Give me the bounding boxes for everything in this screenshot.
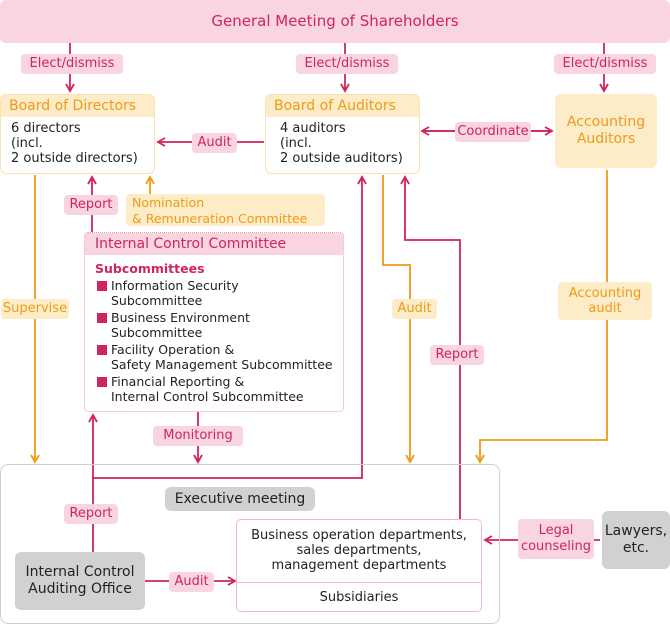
general-meeting-of-shareholders: General Meeting of Shareholders bbox=[0, 0, 670, 43]
business-departments-title: Business operation departments, sales de… bbox=[251, 528, 467, 573]
accounting-audit-label: Accounting audit bbox=[558, 282, 652, 320]
executive-meeting-container bbox=[0, 464, 500, 624]
elect-dismiss-label-3: Elect/dismiss bbox=[554, 54, 656, 74]
accounting-auditors: Accounting Auditors bbox=[555, 94, 657, 168]
report-label-ic: Report bbox=[64, 195, 118, 215]
executive-meeting-title: Executive meeting bbox=[165, 487, 315, 511]
subcommittee-item: Facility Operation & Safety Management S… bbox=[97, 342, 337, 372]
board-of-auditors-body: 4 auditors (incl. 2 outside auditors) bbox=[280, 121, 403, 166]
subsidiaries-label: Subsidiaries bbox=[319, 590, 399, 605]
subcommittees-heading: Subcommittees bbox=[95, 261, 205, 276]
lawyers-box: Lawyers, etc. bbox=[602, 511, 670, 569]
internal-control-auditing-office: Internal Control Auditing Office bbox=[15, 552, 145, 610]
board-of-directors: Board of Directors 6 directors (incl. 2 … bbox=[0, 94, 155, 174]
monitoring-label: Monitoring bbox=[153, 426, 243, 446]
board-of-directors-title: Board of Directors bbox=[1, 95, 154, 117]
subcommittee-item: Information Security Subcommittee bbox=[97, 278, 337, 308]
elect-dismiss-label-2: Elect/dismiss bbox=[296, 54, 398, 74]
legal-counseling-text: Legal counseling bbox=[520, 523, 592, 554]
internal-control-committee-title: Internal Control Committee bbox=[85, 233, 343, 255]
subcommittee-label: Financial Reporting & Internal Control S… bbox=[111, 374, 304, 404]
board-of-auditors: Board of Auditors 4 auditors (incl. 2 ou… bbox=[265, 94, 420, 174]
supervise-label: Supervise bbox=[1, 299, 69, 319]
business-divider bbox=[237, 582, 481, 583]
general-meeting-title: General Meeting of Shareholders bbox=[211, 12, 459, 30]
audit-label-bod: Audit bbox=[192, 133, 237, 153]
subcommittee-list: Information Security Subcommittee Busine… bbox=[85, 278, 343, 404]
board-of-directors-body: 6 directors (incl. 2 outside directors) bbox=[11, 121, 138, 166]
subcommittee-item: Business Environment Subcommittee bbox=[97, 310, 337, 340]
audit-label-auditors: Audit bbox=[392, 299, 437, 319]
legal-counseling-label: Legal counseling bbox=[518, 519, 594, 559]
audit-label-icao: Audit bbox=[169, 572, 214, 592]
report-label-icao: Report bbox=[64, 504, 118, 524]
internal-control-committee: Internal Control Committee Subcommittees… bbox=[84, 232, 344, 412]
report-label-business: Report bbox=[430, 345, 484, 365]
lawyers-title: Lawyers, etc. bbox=[604, 523, 668, 556]
business-departments-box: Business operation departments, sales de… bbox=[236, 519, 482, 612]
subcommittee-label: Business Environment Subcommittee bbox=[111, 310, 250, 340]
accounting-auditors-title: Accounting Auditors bbox=[566, 114, 646, 147]
nomination-remuneration-committee: Nomination & Remuneration Committee bbox=[126, 194, 325, 226]
board-of-auditors-title: Board of Auditors bbox=[266, 95, 419, 117]
subcommittee-label: Facility Operation & Safety Management S… bbox=[111, 342, 333, 372]
subcommittee-label: Information Security Subcommittee bbox=[111, 278, 239, 308]
internal-control-auditing-office-title: Internal Control Auditing Office bbox=[25, 564, 135, 597]
accounting-audit-text: Accounting audit bbox=[568, 286, 642, 316]
elect-dismiss-label-1: Elect/dismiss bbox=[21, 54, 123, 74]
coordinate-label: Coordinate bbox=[455, 122, 531, 142]
subcommittee-item: Financial Reporting & Internal Control S… bbox=[97, 374, 337, 404]
nomination-committee-title: Nomination & Remuneration Committee bbox=[132, 195, 308, 226]
